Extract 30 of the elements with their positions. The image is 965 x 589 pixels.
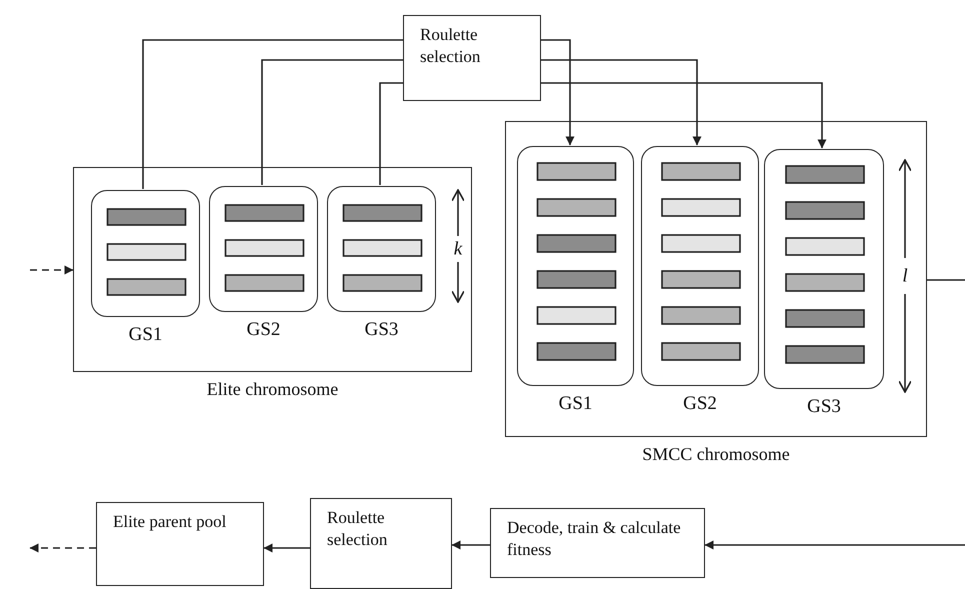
group-label: GS1 [128, 324, 162, 347]
connector-line [379, 82, 403, 185]
arrow [541, 82, 826, 148]
arrow [30, 266, 74, 274]
arrow [30, 544, 96, 552]
process-box [310, 498, 452, 589]
connector-line [142, 39, 403, 189]
arrow [541, 59, 702, 146]
group-label: GS3 [364, 319, 398, 342]
group-label: GS2 [246, 319, 280, 342]
group-label: GS3 [807, 396, 841, 419]
arrow [264, 544, 310, 552]
frame-caption: SMCC chromosome [642, 444, 790, 466]
connector-line [927, 279, 965, 281]
arrow [541, 39, 574, 146]
group-label: GS2 [683, 393, 717, 416]
node-label: Roulette selection [326, 507, 388, 552]
frame-caption: Elite chromosome [206, 379, 338, 401]
connector-line [261, 59, 403, 185]
dimension-label: l [902, 266, 908, 286]
dimension-label: k [454, 240, 462, 258]
arrow [704, 540, 965, 550]
group-label: GS1 [558, 393, 592, 416]
process-box [403, 15, 541, 101]
process-box [490, 508, 705, 578]
node-label: Decode, train & calculate fitness [506, 517, 682, 562]
node-label: Roulette selection [419, 24, 482, 68]
arrow [452, 540, 490, 550]
process-box [96, 502, 264, 586]
node-label: Elite parent pool [112, 511, 228, 533]
